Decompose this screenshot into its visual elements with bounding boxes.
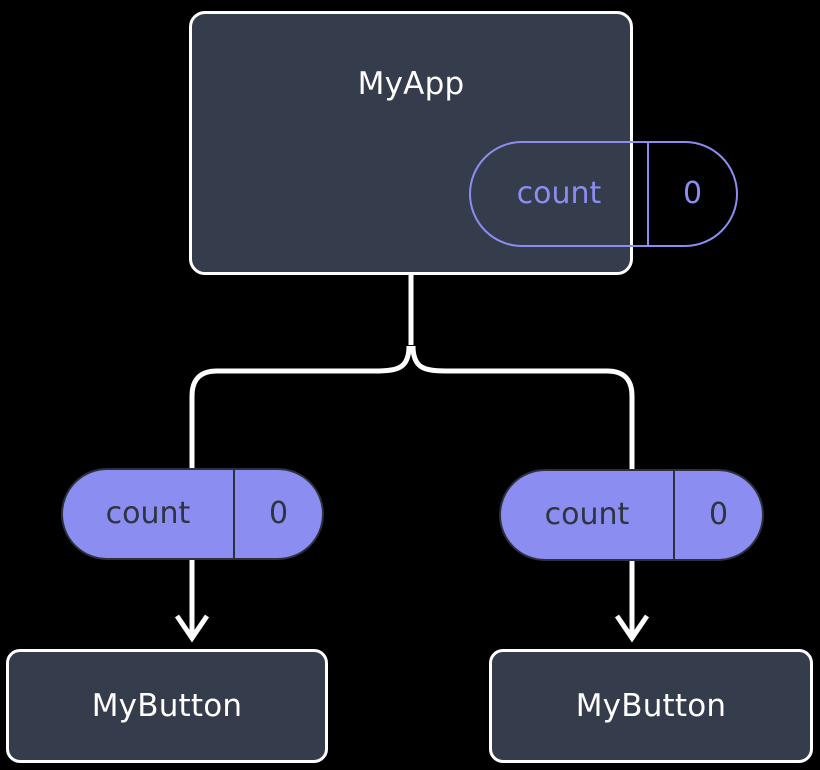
arrowhead-left [174, 614, 210, 643]
component-title-right-button: MyButton [575, 687, 727, 724]
component-node-right-button[interactable]: MyButton [489, 649, 813, 763]
state-key-left: count [105, 496, 191, 531]
component-node-left-button[interactable]: MyButton [6, 649, 328, 763]
state-value-root: 0 [647, 143, 736, 245]
state-key-root: count [516, 176, 602, 211]
edge-split-to-right-state [410, 345, 635, 469]
arrowhead-right [614, 614, 650, 643]
state-capsule-right[interactable]: count 0 [499, 469, 764, 561]
component-title-left-button: MyButton [91, 687, 243, 724]
state-value-left: 0 [233, 470, 322, 558]
edge-split-to-left-state [189, 345, 412, 468]
state-capsule-left[interactable]: count 0 [61, 468, 324, 560]
state-capsule-root[interactable]: count 0 [469, 141, 738, 247]
component-title-root: MyApp [357, 66, 465, 102]
state-value-right: 0 [673, 471, 762, 559]
component-node-root[interactable]: MyApp count 0 [189, 11, 738, 275]
state-key-right: count [544, 497, 630, 532]
